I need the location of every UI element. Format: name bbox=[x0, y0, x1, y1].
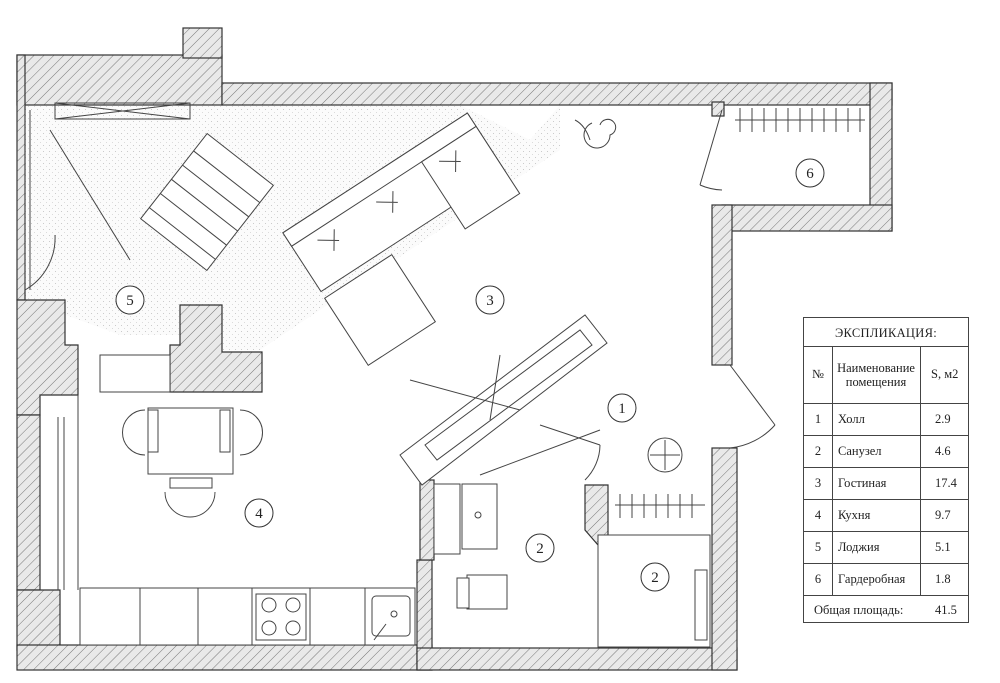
walls bbox=[16, 27, 893, 671]
wardrobe-hangers bbox=[615, 108, 865, 518]
row-name: Кухня bbox=[832, 499, 921, 531]
sunbed bbox=[139, 132, 275, 272]
row-area: 17.4 bbox=[935, 475, 957, 490]
room-6-label: 6 bbox=[806, 166, 814, 182]
coffee-table bbox=[323, 253, 437, 367]
bathroom-fixtures bbox=[433, 429, 711, 648]
room-5-marker: 5 bbox=[115, 285, 145, 315]
room-3-label: 3 bbox=[486, 293, 494, 309]
row-number: 3 bbox=[804, 467, 833, 499]
row-number: 6 bbox=[804, 563, 833, 595]
stove-icon bbox=[255, 593, 307, 641]
header-name-line1: Наименование bbox=[837, 360, 915, 375]
legend-total: Общая площадь: 41.5 bbox=[804, 595, 968, 623]
total-value: 41.5 bbox=[935, 603, 957, 617]
lamp-icon bbox=[647, 437, 683, 473]
table-row: 6 Гардеробная 1.8 bbox=[804, 563, 968, 596]
spiral-decor-icon bbox=[574, 118, 617, 149]
table-row: 3 Гостиная 17.4 bbox=[804, 467, 968, 500]
row-area: 9.7 bbox=[935, 507, 951, 522]
table-row: 1 Холл 2.9 bbox=[804, 403, 968, 436]
room-2a-label: 2 bbox=[536, 541, 544, 557]
total-label: Общая площадь: bbox=[814, 603, 904, 617]
row-area: 2.9 bbox=[935, 411, 951, 426]
header-number: № bbox=[804, 346, 833, 403]
tv-partition bbox=[399, 314, 608, 486]
room-4-marker: 4 bbox=[244, 498, 274, 528]
header-name-line2: помещения bbox=[845, 374, 907, 389]
room-markers: 1 2 2 3 4 5 6 bbox=[115, 158, 825, 592]
row-name: Санузел bbox=[832, 435, 921, 467]
room-3-marker: 3 bbox=[475, 285, 505, 315]
room-1-label: 1 bbox=[618, 401, 626, 417]
row-name: Холл bbox=[832, 403, 921, 435]
row-number: 4 bbox=[804, 499, 833, 531]
table-row: 4 Кухня 9.7 bbox=[804, 499, 968, 532]
row-number: 2 bbox=[804, 435, 833, 467]
dining-set bbox=[122, 407, 263, 518]
row-name: Гардеробная bbox=[832, 563, 921, 595]
sink-icon bbox=[371, 595, 411, 641]
row-name: Гостиная bbox=[832, 467, 921, 499]
row-name: Лоджия bbox=[832, 531, 921, 563]
row-area: 5.1 bbox=[935, 539, 951, 554]
room-2a-marker: 2 bbox=[525, 533, 555, 563]
doors bbox=[539, 109, 776, 481]
kitchen-furniture bbox=[57, 354, 416, 646]
room-2b-label: 2 bbox=[651, 570, 659, 586]
row-area: 4.6 bbox=[935, 443, 951, 458]
room-6-marker: 6 bbox=[795, 158, 825, 188]
room-5-label: 5 bbox=[126, 293, 134, 309]
row-area: 1.8 bbox=[935, 571, 951, 586]
header-area: S, м2 bbox=[931, 367, 959, 381]
table-row: 2 Санузел 4.6 bbox=[804, 435, 968, 468]
sofa bbox=[282, 112, 521, 293]
loggia-door bbox=[24, 102, 191, 291]
room-4-label: 4 bbox=[255, 506, 263, 522]
room-1-marker: 1 bbox=[607, 393, 637, 423]
row-number: 5 bbox=[804, 531, 833, 563]
room-2b-marker: 2 bbox=[640, 562, 670, 592]
row-number: 1 bbox=[804, 403, 833, 435]
legend-title: ЭКСПЛИКАЦИЯ: bbox=[804, 318, 968, 347]
table-row: 5 Лоджия 5.1 bbox=[804, 531, 968, 564]
